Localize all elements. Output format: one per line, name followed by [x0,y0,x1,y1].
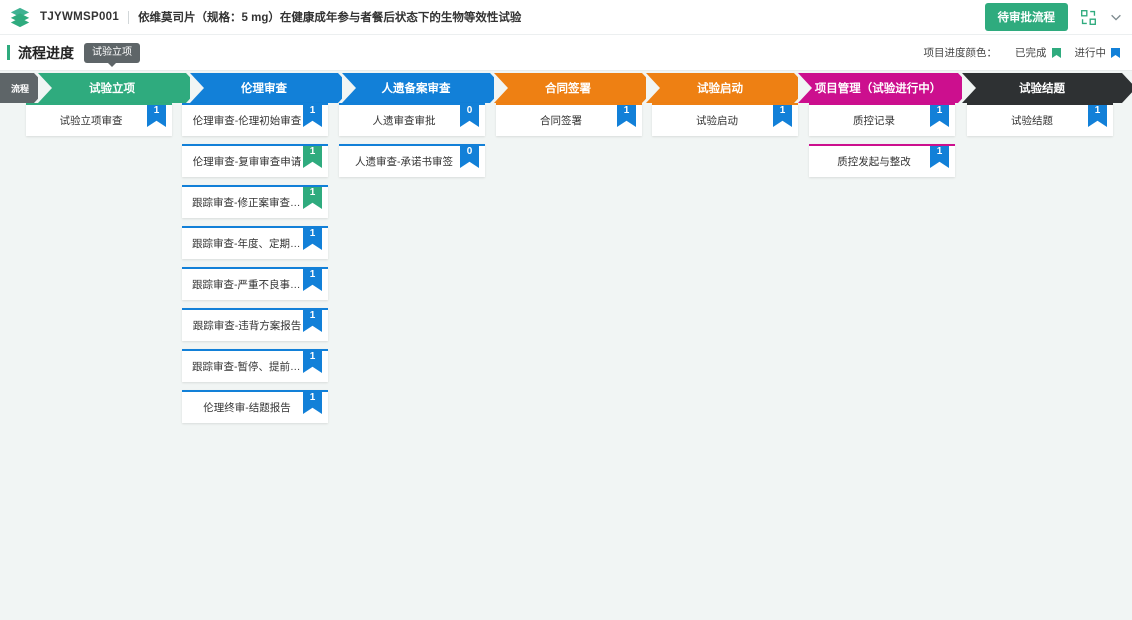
task-count-badge[interactable]: 1 [617,105,636,127]
task-card-label: 质控发起与整改 [837,156,911,168]
task-card[interactable]: 试验启动 1 [652,103,798,136]
flow-stage-label: 试验结题 [1019,83,1065,95]
stage-tooltip: 试验立项 [84,42,140,67]
task-count-badge[interactable]: 1 [773,105,792,127]
task-count-badge[interactable]: 0 [460,146,479,168]
task-count-badge[interactable]: 1 [303,105,322,127]
pending-approval-button[interactable]: 待审批流程 [984,3,1068,31]
flow-stage-label: 人遗备案审查 [381,83,451,95]
task-card[interactable]: 跟踪审查-暂停、提前终止报告1 [182,349,328,382]
task-count-badge[interactable]: 1 [930,146,949,168]
task-card-label: 人遗审查审批 [372,115,436,127]
task-card-label: 伦理审查-伦理初始审查 [192,115,302,127]
task-card[interactable]: 跟踪审查-年度、定期跟踪审...1 [182,226,328,259]
flow-stage-6[interactable]: 项目管理（试验进行中） [798,73,972,103]
task-count-badge[interactable]: 1 [303,269,322,291]
app-header: TJYWMSP001 依维莫司片（规格：5 mg）在健康成年参与者餐后状态下的生… [0,0,1132,35]
task-card-label: 跟踪审查-年度、定期跟踪审... [192,238,302,250]
flow-stage-1[interactable]: 试验立项 [38,73,200,103]
task-card[interactable]: 跟踪审查-严重不良事件报告1 [182,267,328,300]
flow-stage-label: 试验立项 [89,83,135,95]
card-column-6: 质控记录 1 质控发起与整改 1 [809,103,955,185]
task-card-label: 试验结题 [1011,115,1053,127]
task-card-label: 人遗审查-承诺书审签 [355,156,453,168]
flow-stage-label: 伦理审查 [241,83,287,95]
legend-marker-inprogress [1111,47,1120,58]
fullscreen-expand-icon[interactable] [1078,7,1098,27]
flow-stage-label: 合同签署 [545,83,591,95]
task-card[interactable]: 试验立项审查 1 [26,103,172,136]
task-card-label: 跟踪审查-暂停、提前终止报告 [192,361,302,373]
task-count-badge[interactable]: 1 [1088,105,1107,127]
task-count-badge[interactable]: 0 [460,105,479,127]
task-card[interactable]: 质控发起与整改 1 [809,144,955,177]
flow-stage-label: 项目管理（试验进行中） [814,83,942,95]
card-column-1: 试验立项审查 1 [26,103,172,144]
task-count-badge[interactable]: 1 [303,228,322,250]
legend-title: 项目进度颜色： [923,47,998,59]
task-card[interactable]: 伦理终审-结题报告 1 [182,390,328,423]
task-card-label: 试验立项审查 [59,115,123,127]
task-count-badge[interactable]: 1 [303,146,322,168]
flow-stage-5[interactable]: 试验启动 [646,73,808,103]
flow-stage-3[interactable]: 人遗备案审查 [342,73,504,103]
task-card-label: 试验启动 [696,115,738,127]
task-card-label: 跟踪审查-违背方案报告 [192,320,302,332]
task-card-label: 跟踪审查-修正案审查申请 [192,197,302,209]
task-card[interactable]: 人遗审查审批 0 [339,103,485,136]
flow-stage-7[interactable]: 试验结题 [962,73,1132,103]
header-actions: 待审批流程 [984,3,1125,31]
task-count-badge[interactable]: 1 [303,310,322,332]
task-card[interactable]: 试验结题 1 [967,103,1113,136]
flow-stage-strip: 流程 试验立项 伦理审查 人遗备案审查 合同签署 试验启动 项目管理（试验进行中） 试验结题 [0,73,1132,103]
task-count-badge[interactable]: 1 [303,187,322,209]
card-column-3: 人遗审查审批 0 人遗审查-承诺书审签 0 [339,103,485,185]
progress-legend: 项目进度颜色： 已完成 进行中 [923,45,1120,60]
legend-item-inprogress: 进行中 [1074,45,1120,60]
card-column-7: 试验结题 1 [967,103,1113,144]
task-card[interactable]: 质控记录 1 [809,103,955,136]
legend-label-completed: 已完成 [1015,47,1047,59]
flow-prefix-label: 流程 [0,73,48,103]
legend-marker-completed [1051,47,1061,58]
section-accent-bar [7,45,10,60]
flow-stage-label: 试验启动 [697,83,743,95]
task-card-label: 合同签署 [540,115,582,127]
task-count-badge[interactable]: 1 [930,105,949,127]
legend-label-inprogress: 进行中 [1074,47,1107,59]
task-card-label: 伦理终审-结题报告 [203,402,291,414]
task-card[interactable]: 人遗审查-承诺书审签 0 [339,144,485,177]
card-column-4: 合同签署 1 [496,103,642,144]
chevron-down-icon[interactable] [1108,9,1124,25]
task-card-label: 质控记录 [853,115,895,127]
task-card-label: 伦理审查-复审审查申请 [192,156,302,168]
task-card[interactable]: 合同签署 1 [496,103,642,136]
task-card-label: 跟踪审查-严重不良事件报告 [192,279,302,291]
project-code: TJYWMSP001 [40,11,120,23]
header-divider [128,10,130,24]
task-count-badge[interactable]: 1 [303,392,322,414]
progress-subheader: 流程进度 试验立项 项目进度颜色： 已完成 进行中 [0,35,1132,71]
project-title: 依维莫司片（规格：5 mg）在健康成年参与者餐后状态下的生物等效性试验 [138,12,522,24]
card-column-5: 试验启动 1 [652,103,798,144]
flow-stage-4[interactable]: 合同签署 [494,73,656,103]
layers-stack-icon [9,6,31,28]
flow-stage-2[interactable]: 伦理审查 [190,73,352,103]
task-count-badge[interactable]: 1 [303,351,322,373]
task-count-badge[interactable]: 1 [147,105,166,127]
page-title: 流程进度 [18,44,74,61]
legend-item-completed: 已完成 [1015,45,1061,60]
